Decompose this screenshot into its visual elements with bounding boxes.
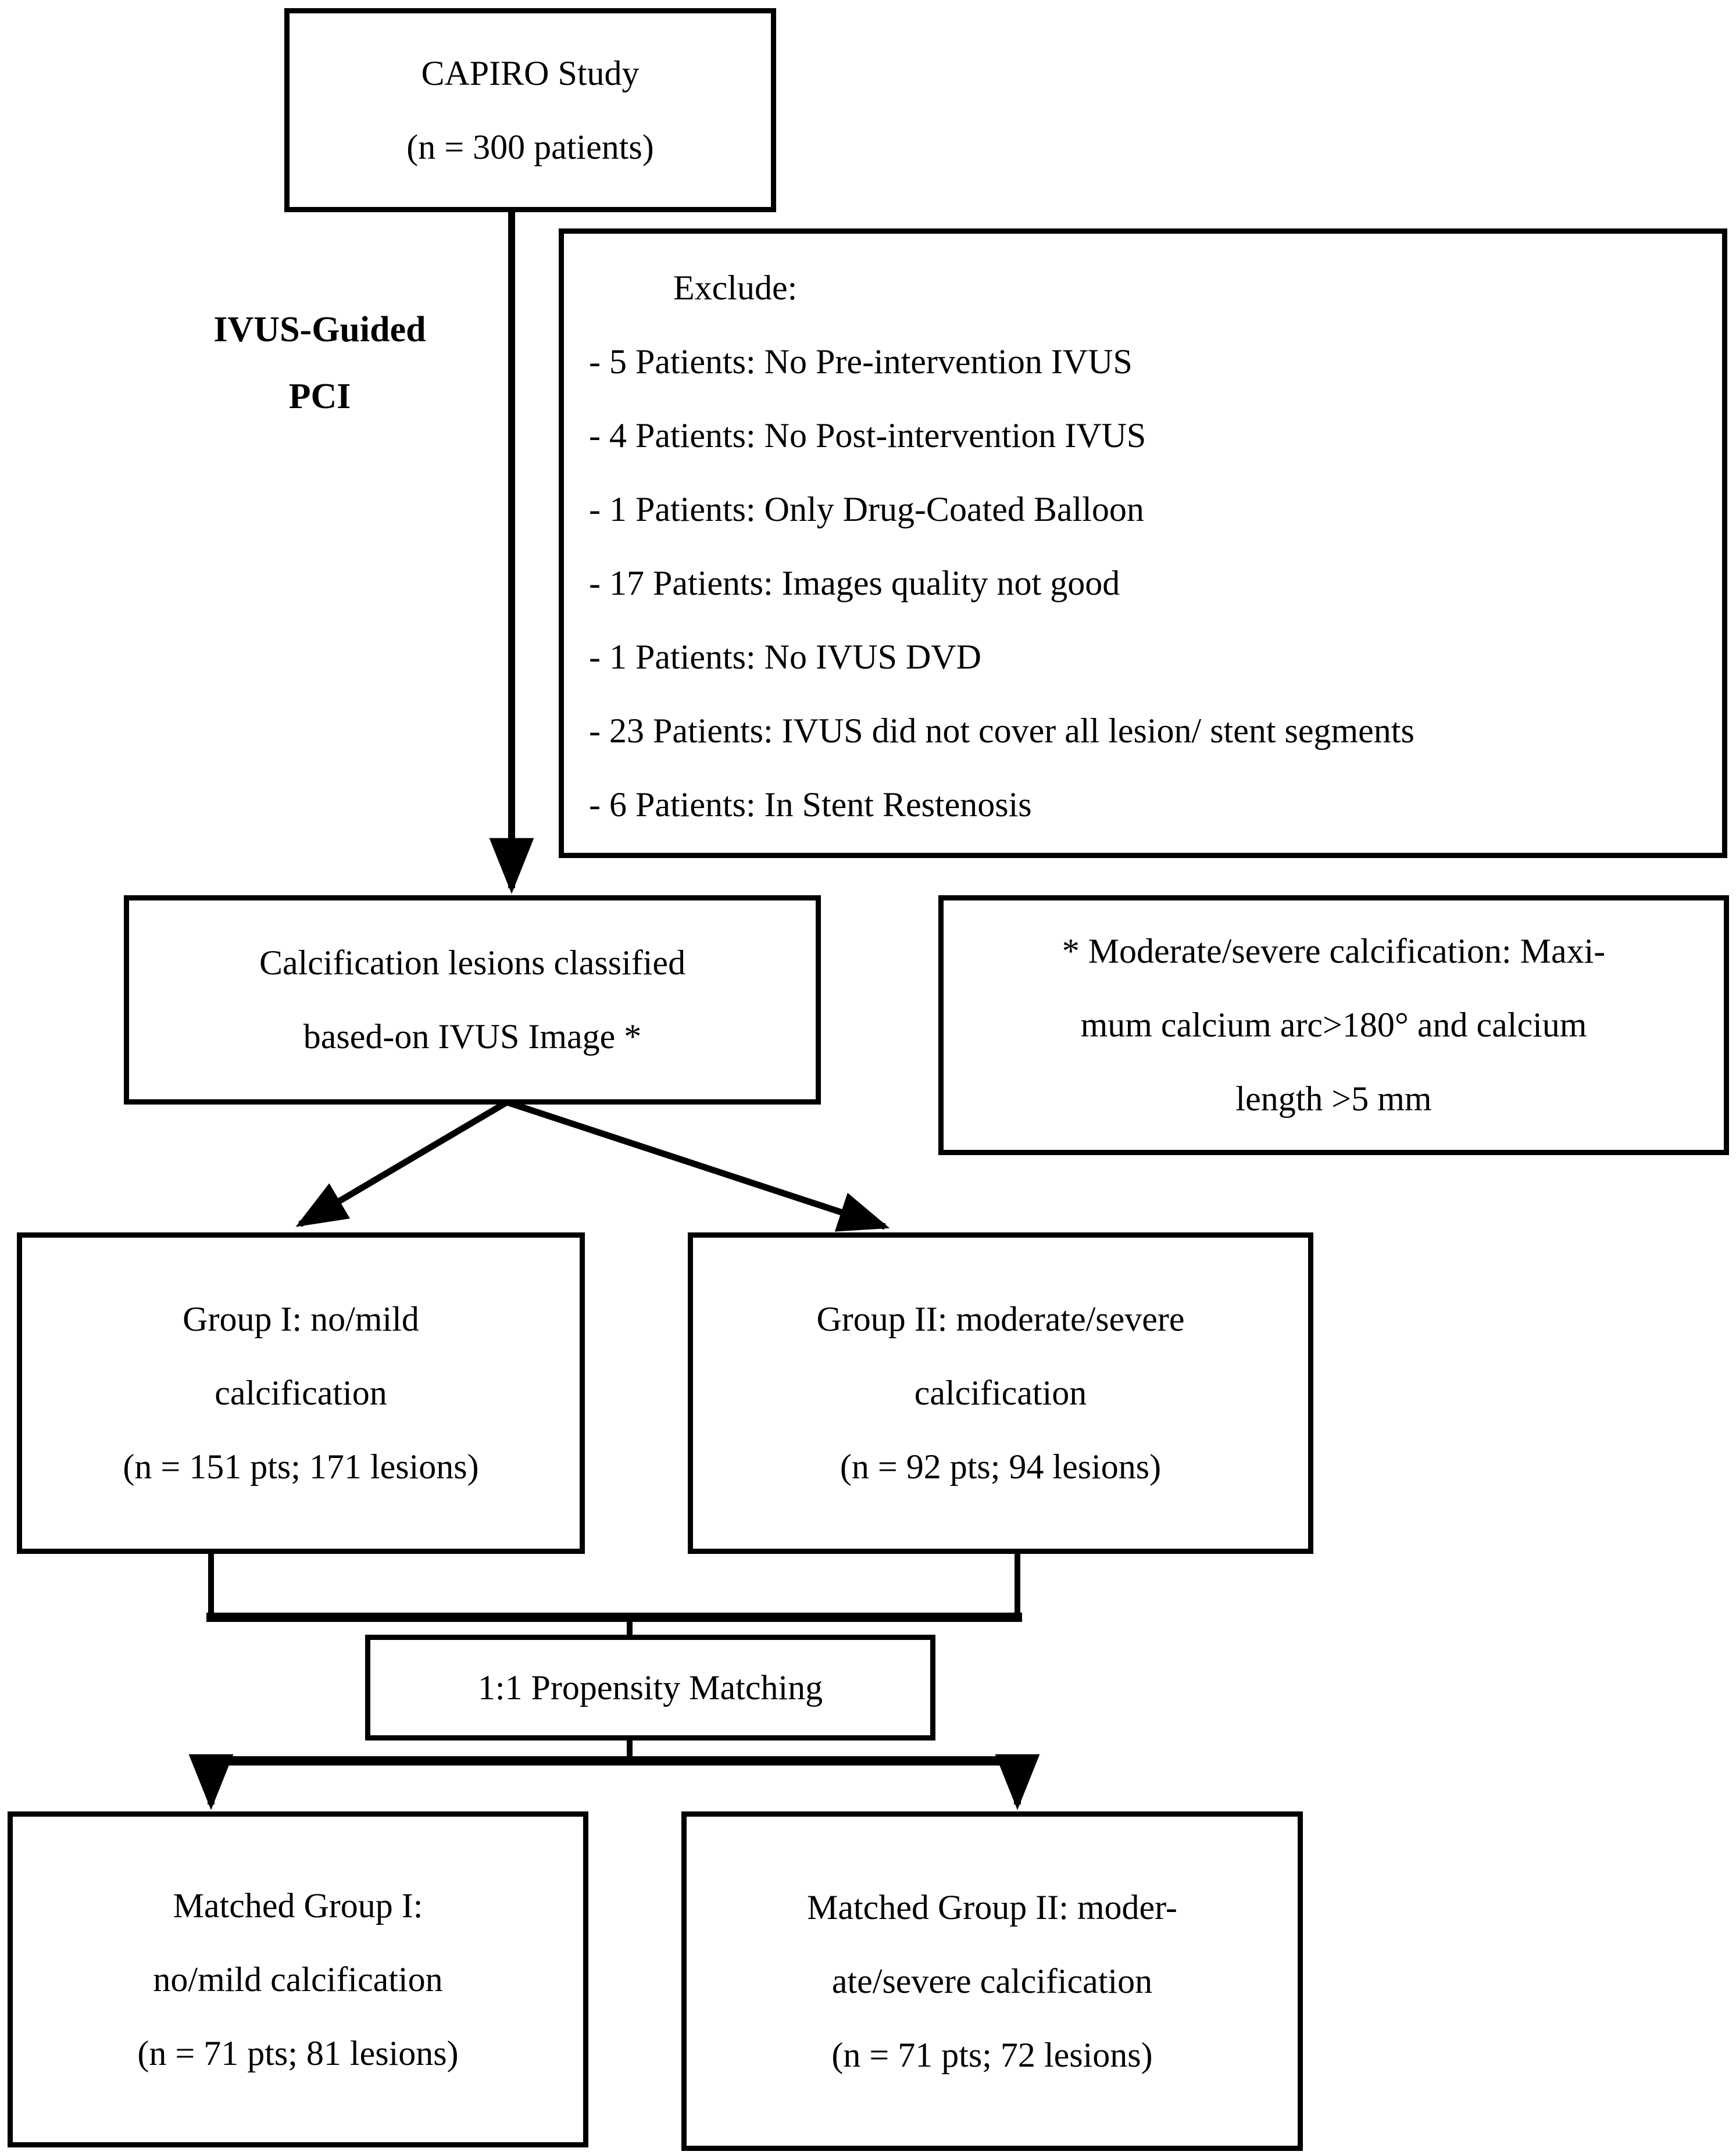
exclude-item: - 4 Patients: No Post-intervention IVUS: [589, 416, 1146, 455]
classify-line-2: based-on IVUS Image *: [303, 1017, 642, 1056]
group2-line-3: (n = 92 pts; 94 lesions): [840, 1448, 1162, 1486]
exclude-item: - 1 Patients: No IVUS DVD: [589, 637, 981, 676]
matched1-line-3: (n = 71 pts; 81 lesions): [137, 2034, 459, 2072]
label-ivus-guided-pci: IVUS-Guided PCI: [145, 294, 494, 433]
group1-line-1: Group I: no/mild: [183, 1300, 419, 1338]
capiro-line-2: (n = 300 patients): [406, 127, 654, 166]
node-propensity-matching-box: 1:1 Propensity Matching: [365, 1635, 935, 1741]
node-exclude-box: Exclude: - 5 Patients: No Pre-interventi…: [559, 228, 1727, 858]
arrow-classify-to-group1: [295, 1099, 509, 1227]
note-line-2: mum calcium arc>180° and calcium: [1080, 1006, 1587, 1044]
matched2-line-1: Matched Group II: moder-: [807, 1888, 1177, 1927]
group1-line-2: calcification: [215, 1374, 387, 1412]
exclude-item: - 5 Patients: No Pre-intervention IVUS: [589, 342, 1133, 381]
matched2-line-2: ate/severe calcification: [831, 1961, 1153, 2000]
node-capiro-study-box: CAPIRO Study (n = 300 patients): [284, 8, 776, 212]
matched1-line-1: Matched Group I:: [173, 1886, 423, 1925]
exclude-item: - 17 Patients: Images quality not good: [589, 563, 1120, 602]
note-line-1: * Moderate/severe calcification: Maxi-: [1062, 932, 1606, 970]
node-footnote-box: * Moderate/severe calcification: Maxi- m…: [938, 895, 1729, 1155]
node-group1-box: Group I: no/mild calcification (n = 151 …: [17, 1232, 585, 1554]
capiro-line-1: CAPIRO Study: [421, 53, 640, 92]
arrow-classify-to-group2: [506, 1099, 890, 1232]
exclude-header: Exclude:: [673, 268, 798, 307]
node-group2-box: Group II: moderate/severe calcification …: [688, 1232, 1313, 1554]
ivus-label-line-2: PCI: [288, 377, 351, 416]
exclude-item: - 1 Patients: Only Drug-Coated Balloon: [589, 489, 1144, 528]
exclude-item: - 6 Patients: In Stent Restenosis: [589, 785, 1032, 824]
exclude-item: - 23 Patients: IVUS did not cover all le…: [589, 711, 1414, 750]
node-matched-group1-box: Matched Group I: no/mild calcification (…: [8, 1811, 588, 2147]
note-line-3: length >5 mm: [1235, 1080, 1432, 1118]
matching-label: 1:1 Propensity Matching: [477, 1668, 823, 1707]
node-classification-box: Calcification lesions classified based-o…: [124, 895, 821, 1105]
node-matched-group2-box: Matched Group II: moder- ate/severe calc…: [681, 1811, 1303, 2151]
ivus-label-line-1: IVUS-Guided: [213, 310, 426, 349]
classify-line-1: Calcification lesions classified: [259, 944, 686, 982]
group2-line-2: calcification: [914, 1374, 1087, 1412]
matched2-line-3: (n = 71 pts; 72 lesions): [831, 2035, 1153, 2074]
matched1-line-2: no/mild calcification: [153, 1960, 443, 1999]
group1-line-3: (n = 151 pts; 171 lesions): [123, 1448, 479, 1486]
group2-line-1: Group II: moderate/severe: [816, 1300, 1185, 1338]
